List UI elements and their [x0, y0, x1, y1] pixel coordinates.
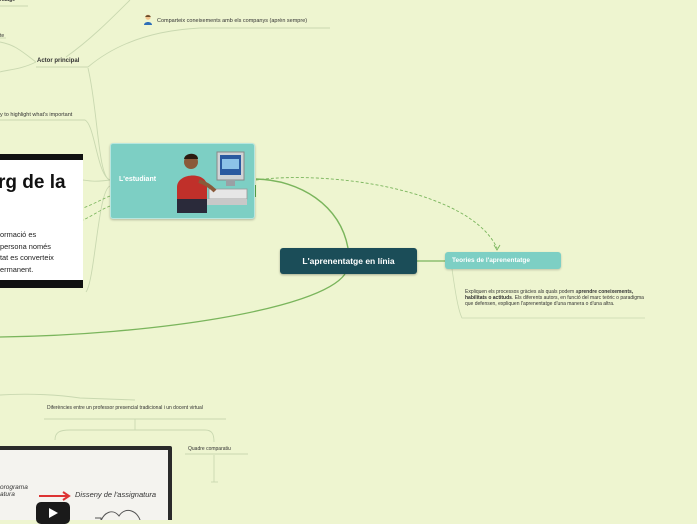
- student-label: L'estudiant: [119, 176, 157, 183]
- user-icon: [144, 14, 152, 25]
- video-text-left: orograma atura: [0, 484, 28, 498]
- video-text-right: Disseny de l'assignatura: [75, 490, 157, 499]
- sketch-icon: [95, 509, 141, 520]
- actor-principal-node[interactable]: Actor principal: [37, 58, 80, 64]
- slide-title: rg de la: [0, 172, 66, 193]
- play-button[interactable]: [36, 502, 70, 524]
- left-clipped-label: te: [0, 33, 5, 39]
- top-clipped-label: ntatge: [0, 0, 15, 3]
- student-node[interactable]: L'estudiant: [110, 143, 255, 219]
- central-topic[interactable]: L'aprenentatge en línia: [280, 248, 417, 274]
- highlight-node[interactable]: y to highlight what's important: [0, 112, 73, 118]
- teories-node[interactable]: Teories de l'aprenentatge: [445, 252, 561, 269]
- share-knowledge-node[interactable]: Comparteix coneixements amb els companys…: [157, 18, 308, 24]
- arrow-icon: [39, 491, 71, 501]
- teories-description: Expliquen els processos gràcies als qual…: [465, 289, 644, 308]
- comparison-node[interactable]: Quadre comparatiu: [188, 446, 231, 452]
- slide-image[interactable]: rg de la ormació es persona només tat es…: [0, 154, 83, 288]
- video-thumbnail[interactable]: orograma atura Disseny de l'assignatura: [0, 446, 172, 524]
- differences-node[interactable]: Diferències entre un professor presencia…: [47, 405, 203, 411]
- student-computer-image: [177, 151, 248, 213]
- slide-paragraph: ormació es persona només tat es converte…: [0, 230, 54, 274]
